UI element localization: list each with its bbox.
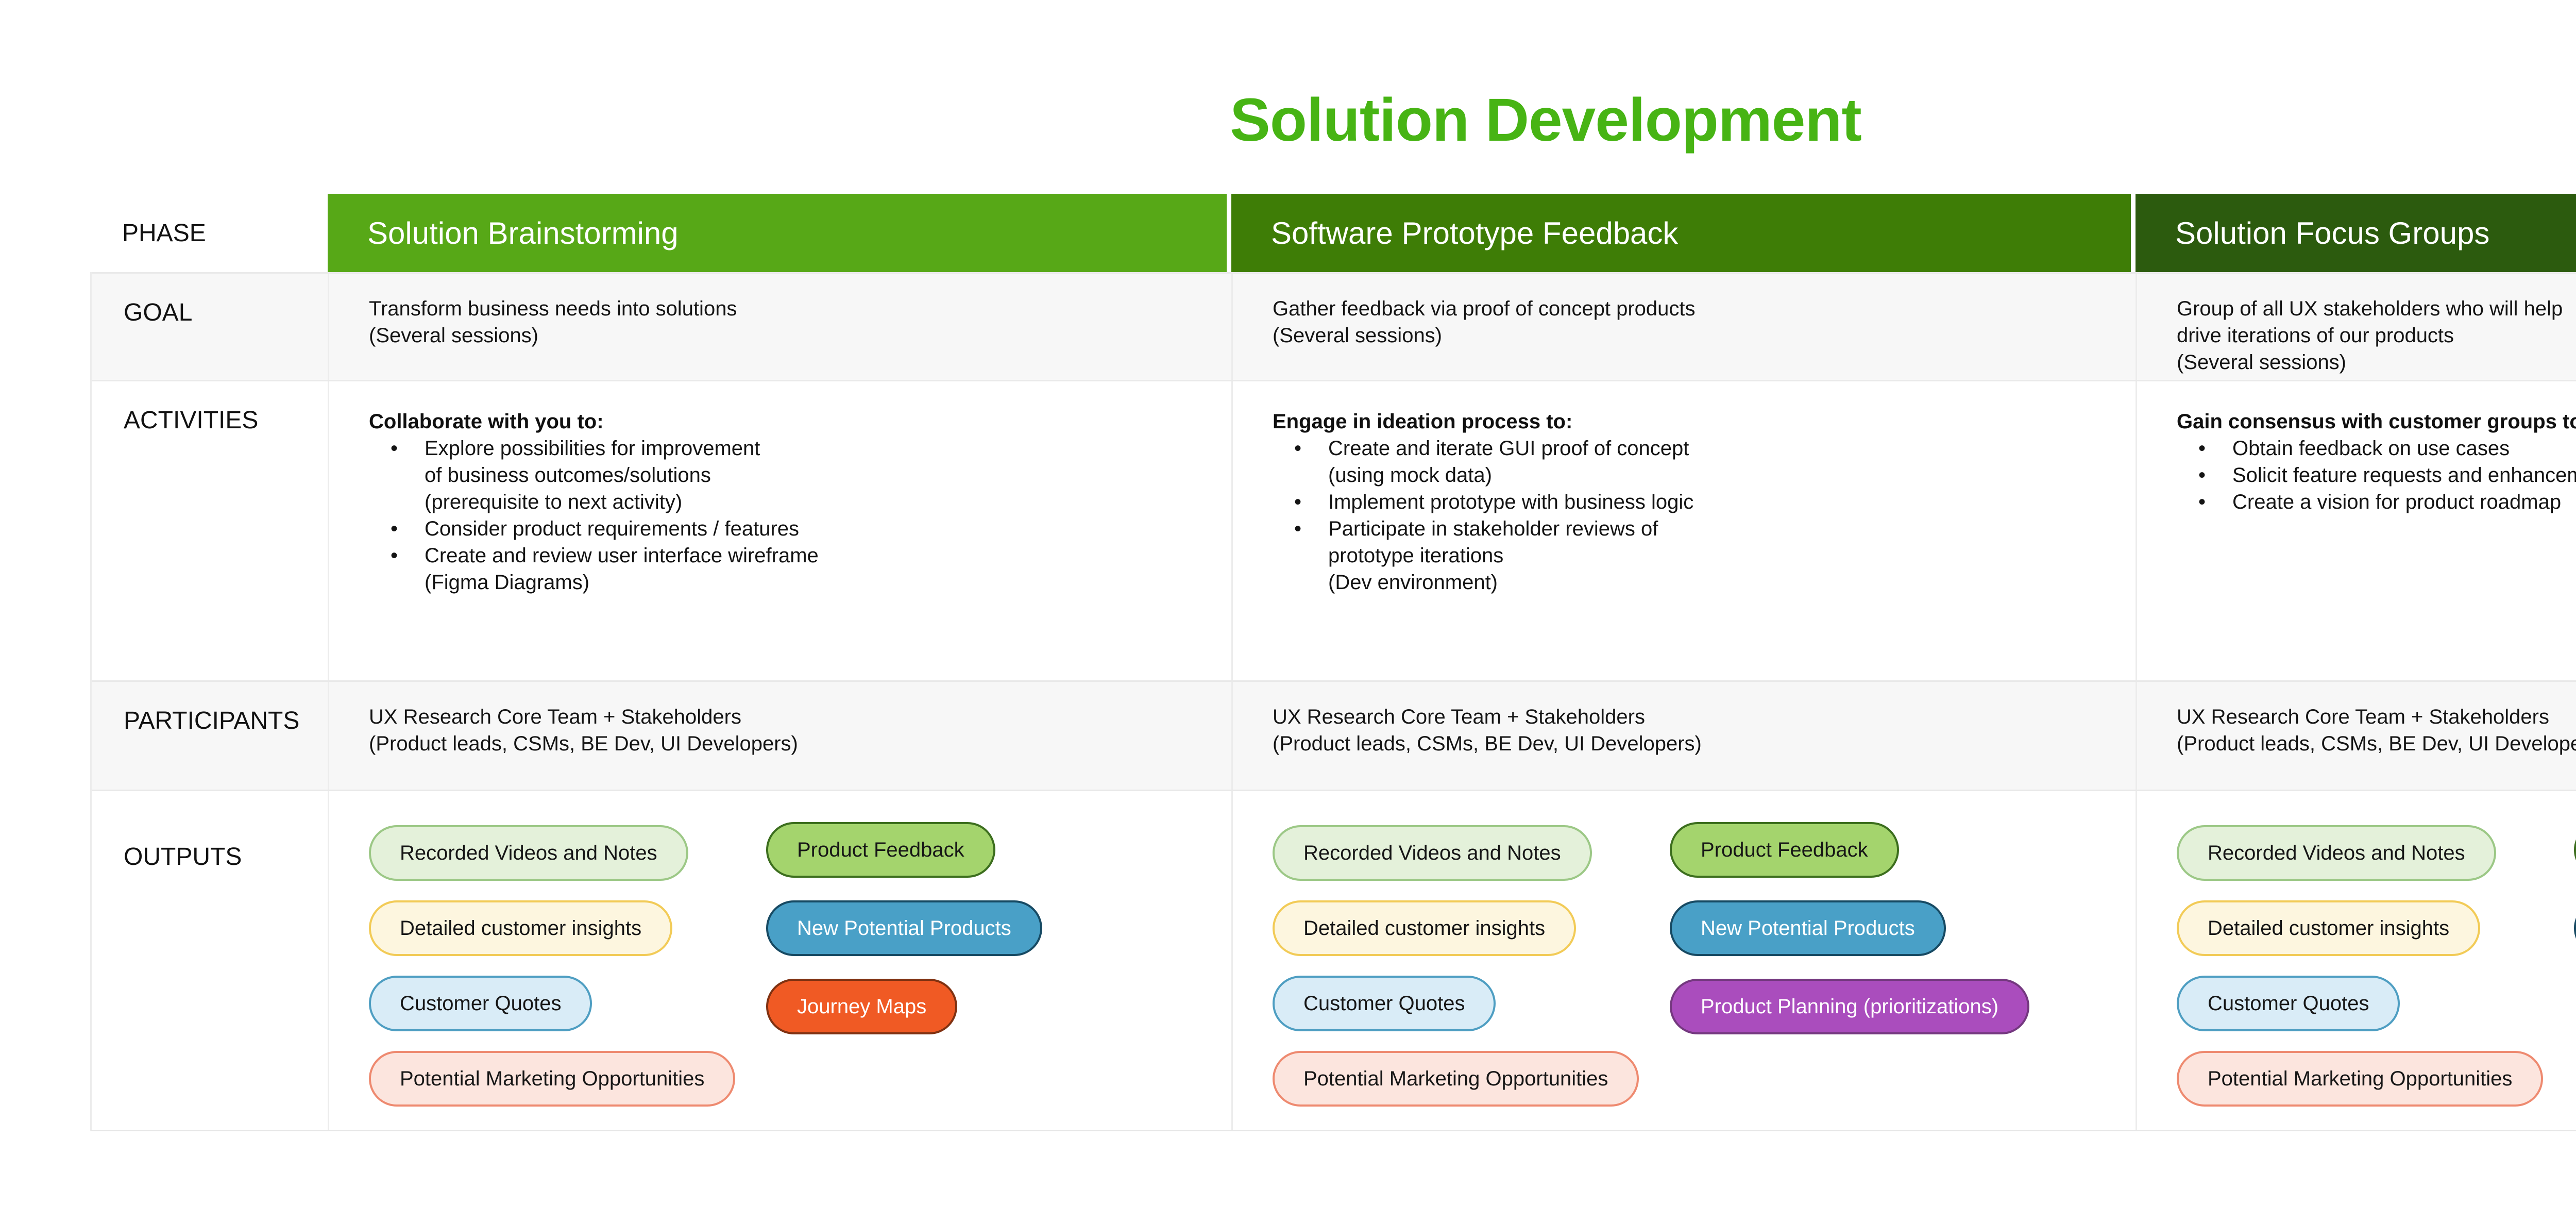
activity-item: Consider product requirements / features: [369, 515, 1200, 542]
participants-row: PARTICIPANTS UX Research Core Team + Sta…: [92, 680, 2576, 790]
activities-heading: Engage in ideation process to:: [1273, 410, 1573, 433]
phase-header-solution-focus-groups: Solution Focus Groups: [2136, 194, 2576, 272]
row-label-outputs: OUTPUTS: [92, 791, 329, 1130]
page-title: Solution Development: [1230, 86, 1862, 154]
pill-new-potential-products: New Potential Products: [1670, 900, 1946, 956]
goal-cell-focus-groups: Group of all UX stakeholders who will he…: [2177, 297, 2563, 374]
pill-customer-quotes: Customer Quotes: [2177, 976, 2400, 1031]
pill-product-feedback: Product Feedback: [2574, 822, 2576, 878]
pill-product-planning-prioritizations: Product Planning (prioritizations): [1670, 979, 2030, 1034]
activities-heading: Collaborate with you to:: [369, 410, 604, 433]
goal-row: GOAL Transform business needs into solut…: [92, 272, 2576, 380]
outputs-stack-left: Recorded Videos and Notes Detailed custo…: [1273, 825, 1639, 1107]
goal-cell-brainstorming: Transform business needs into solutions …: [329, 274, 1233, 380]
row-label-phase: PHASE: [90, 194, 328, 272]
activity-item: Create and review user interface wirefra…: [369, 542, 1200, 596]
activities-cell-focus-groups: Gain consensus with customer groups to: …: [2137, 381, 2576, 680]
pill-detailed-customer-insights: Detailed customer insights: [369, 900, 673, 956]
activity-item: Implement prototype with business logic: [1273, 489, 2105, 515]
pill-detailed-customer-insights: Detailed customer insights: [1273, 900, 1577, 956]
pill-recorded-videos-and-notes: Recorded Videos and Notes: [2177, 825, 2496, 881]
pill-journey-maps: Journey Maps: [766, 979, 958, 1034]
phase-table: PHASE Solution Brainstorming Software Pr…: [90, 194, 2576, 1131]
activities-cell-brainstorming: Collaborate with you to: Explore possibi…: [329, 381, 1233, 680]
activities-cell-prototype: Engage in ideation process to: Create an…: [1233, 381, 2137, 680]
outputs-cell-prototype: Recorded Videos and Notes Detailed custo…: [1233, 791, 2137, 1130]
pill-recorded-videos-and-notes: Recorded Videos and Notes: [1273, 825, 1592, 881]
pill-detailed-customer-insights: Detailed customer insights: [2177, 900, 2481, 956]
participants-cell-focus-groups: UX Research Core Team + Stakeholders (Pr…: [2177, 706, 2576, 755]
activity-item: Explore possibilities for improvement of…: [369, 435, 1200, 515]
pill-potential-marketing-opportunities: Potential Marketing Opportunities: [369, 1051, 736, 1107]
pill-product-feedback: Product Feedback: [766, 822, 995, 878]
row-label-participants: PARTICIPANTS: [92, 682, 329, 790]
activity-item: Participate in stakeholder reviews of pr…: [1273, 515, 2105, 596]
activity-item: Create a vision for product roadmap: [2177, 489, 2576, 515]
activity-item: Create and iterate GUI proof of concept …: [1273, 435, 2105, 489]
outputs-cell-brainstorming: Recorded Videos and Notes Detailed custo…: [329, 791, 1233, 1130]
goal-cell-prototype: Gather feedback via proof of concept pro…: [1233, 274, 2137, 380]
outputs-stack-left: Recorded Videos and Notes Detailed custo…: [2177, 825, 2544, 1107]
pill-new-potential-products: New Potential Products: [766, 900, 1042, 956]
pill-customer-quotes: Customer Quotes: [369, 976, 592, 1031]
phase-header-software-prototype-feedback: Software Prototype Feedback: [1231, 194, 2131, 272]
participants-cell-brainstorming: UX Research Core Team + Stakeholders (Pr…: [329, 682, 1233, 790]
pill-customer-quotes: Customer Quotes: [1273, 976, 1496, 1031]
phase-header-solution-brainstorming: Solution Brainstorming: [328, 194, 1227, 272]
outputs-stack-right: Product Feedback New Potential Products: [2574, 822, 2576, 956]
activities-heading: Gain consensus with customer groups to:: [2177, 410, 2576, 433]
outputs-stack-right: Product Feedback New Potential Products …: [1670, 822, 2030, 1034]
outputs-row: OUTPUTS Recorded Videos and Notes Detail…: [92, 790, 2576, 1130]
participants-cell-prototype: UX Research Core Team + Stakeholders (Pr…: [1233, 682, 2137, 790]
row-label-goal: GOAL: [92, 274, 329, 380]
pill-potential-marketing-opportunities: Potential Marketing Opportunities: [2177, 1051, 2544, 1107]
outputs-cell-focus-groups: Recorded Videos and Notes Detailed custo…: [2137, 791, 2576, 1130]
outputs-stack-left: Recorded Videos and Notes Detailed custo…: [369, 825, 736, 1107]
row-label-activities: ACTIVITIES: [92, 381, 329, 680]
activity-item: Solicit feature requests and enhancement…: [2177, 462, 2576, 489]
activity-item: Obtain feedback on use cases: [2177, 435, 2576, 462]
pill-recorded-videos-and-notes: Recorded Videos and Notes: [369, 825, 688, 881]
pill-product-feedback: Product Feedback: [1670, 822, 1899, 878]
phase-header-row: PHASE Solution Brainstorming Software Pr…: [90, 194, 2576, 272]
outputs-stack-right: Product Feedback New Potential Products …: [766, 822, 1042, 1034]
activities-row: ACTIVITIES Collaborate with you to: Expl…: [92, 380, 2576, 680]
pill-new-potential-products: New Potential Products: [2574, 900, 2576, 956]
pill-potential-marketing-opportunities: Potential Marketing Opportunities: [1273, 1051, 1639, 1107]
